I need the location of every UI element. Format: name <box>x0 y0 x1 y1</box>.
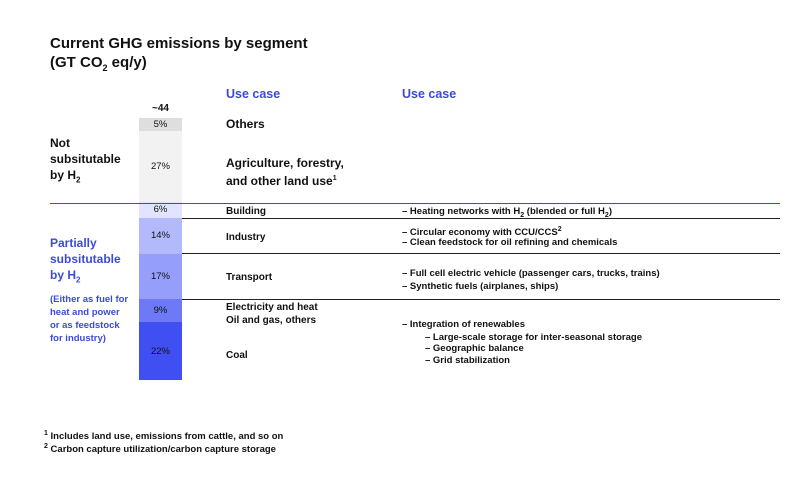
bar-segment-coal: 22% <box>139 322 182 380</box>
footnote-1-text: Includes land use, emissions from cattle… <box>47 431 284 443</box>
row-divider-industry <box>182 253 780 254</box>
group-not-sub-subscript: 2 <box>76 175 81 185</box>
group-not-sub-line-1: Not <box>50 136 70 150</box>
title-line-2-text: (GT CO <box>50 54 103 71</box>
bar-label-others: 5% <box>153 119 168 131</box>
use-case-building-end: ) <box>608 206 612 217</box>
group-partial-line-3-text: by H <box>50 268 77 282</box>
use-case-power-4: – Grid stabilization <box>425 355 510 366</box>
segment-label-industry: Industry <box>226 232 266 243</box>
bar-label-industry: 14% <box>150 230 170 242</box>
segment-label-others: Others <box>226 117 265 131</box>
title-subscript: 2 <box>102 63 108 73</box>
segment-label-transport: Transport <box>226 272 273 283</box>
segment-label-agri-line-2: and other land use1 <box>226 171 344 189</box>
chart-title: Current GHG emissions by segment (GT CO2… <box>50 34 308 78</box>
segment-label-coal: Coal <box>226 350 248 361</box>
footnote-2: 2 Carbon capture utilization/carbon capt… <box>44 441 276 456</box>
bar-segment-electricity-oil: 9% <box>139 298 182 323</box>
group-partially-substitutable: Partially subsitutable by H2 <box>50 235 121 288</box>
bar-segment-building: 6% <box>139 201 182 218</box>
footnote-2-text: Carbon capture utilization/carbon captur… <box>47 444 276 456</box>
use-case-building-text-2: (blended or full H <box>524 206 605 217</box>
use-case-industry-2: – Clean feedstock for oil refining and c… <box>402 237 618 248</box>
segment-label-electricity: Electricity and heat <box>226 302 318 313</box>
use-case-building-sub-2: 2 <box>604 211 609 219</box>
bar-segment-others: 5% <box>139 118 182 132</box>
bar-label-agriculture: 27% <box>150 160 170 172</box>
use-case-power-1: – Integration of renewables <box>402 319 525 330</box>
segment-label-agri-footnote-mark: 1 <box>332 175 337 182</box>
group-divider-line <box>50 203 780 204</box>
bar-label-transport: 17% <box>150 271 170 282</box>
title-line-1: Current GHG emissions by segment <box>50 35 308 52</box>
title-line-2: (GT CO2 eq/y) <box>50 53 308 78</box>
title-line-2-end: eq/y) <box>107 54 147 71</box>
column-header-use-case-1: Use case <box>226 87 281 101</box>
bar-segment-industry: 14% <box>139 217 182 255</box>
group-partial-subscript: 2 <box>76 275 81 285</box>
bar-total-label: ~44 <box>152 103 169 114</box>
use-case-power-3: – Geographic balance <box>425 343 524 354</box>
bar-segment-transport: 17% <box>139 254 182 299</box>
segment-label-agri-line-2-text: and other land use <box>226 174 333 188</box>
group-partial-line-1: Partially <box>50 236 97 250</box>
footnote-1: 1 Includes land use, emissions from catt… <box>44 428 283 443</box>
use-case-industry-footnote-mark: 2 <box>557 226 562 233</box>
bar-label-electricity-oil: 9% <box>153 305 168 317</box>
use-case-transport-1: – Full cell electric vehicle (passenger … <box>402 268 660 279</box>
column-header-use-case-2: Use case <box>402 87 457 101</box>
row-divider-transport <box>182 299 780 300</box>
stacked-bar: 5% 27% 6% 14% 17% 9% 22% <box>139 118 182 380</box>
use-case-building-text: – Heating networks with H <box>402 206 521 217</box>
group-partial-line-3: by H2 <box>50 267 121 288</box>
row-divider-building <box>182 218 780 219</box>
bar-label-coal: 22% <box>150 345 170 357</box>
group-partial-note: (Either as fuel for heat and power or as… <box>50 294 129 344</box>
group-partial-line-2: subsitutable <box>50 252 121 266</box>
segment-label-agri-line-1: Agriculture, forestry, <box>226 156 344 170</box>
group-not-sub-line-2: subsitutable <box>50 152 121 166</box>
footnote-1-mark: 1 <box>44 430 48 437</box>
group-not-sub-line-3-text: by H <box>50 168 77 182</box>
use-case-power-2: – Large-scale storage for inter-seasonal… <box>425 332 642 343</box>
use-case-industry-1: – Circular economy with CCU/CCS2 <box>402 223 562 239</box>
footnote-2-mark: 2 <box>44 443 48 450</box>
segment-label-building: Building <box>226 206 266 217</box>
segment-label-oil-gas: Oil and gas, others <box>226 315 317 326</box>
use-case-building-sub-1: 2 <box>520 211 525 219</box>
segment-label-agriculture: Agriculture, forestry, and other land us… <box>226 155 344 189</box>
bar-segment-agriculture: 27% <box>139 131 182 202</box>
use-case-transport-2: – Synthetic fuels (airplanes, ships) <box>402 281 559 292</box>
bar-label-building: 6% <box>153 204 168 216</box>
group-not-sub-line-3: by H2 <box>50 167 121 188</box>
use-case-building: – Heating networks with H2 (blended or f… <box>402 205 612 222</box>
use-case-industry-1-text: – Circular economy with CCU/CCS <box>402 227 558 239</box>
group-not-substitutable: Not subsitutable by H2 <box>50 135 121 188</box>
